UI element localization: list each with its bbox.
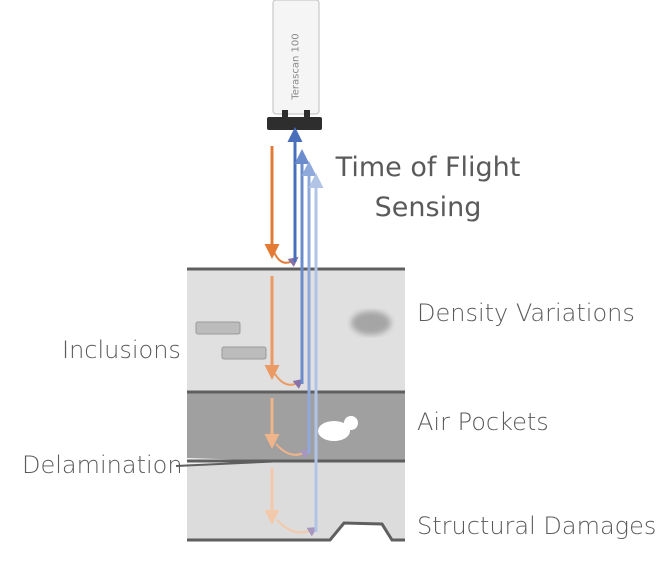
material-stack [175, 267, 405, 542]
lower-layer [187, 461, 405, 540]
density-blob-icon [351, 311, 391, 335]
label-inclusions: Inclusions [62, 336, 181, 364]
reflection-turn-3 [275, 443, 311, 459]
reflection-turn-4 [276, 519, 318, 537]
title-line-1: Time of Flight [335, 152, 521, 183]
inclusion-block-icon [195, 321, 267, 360]
label-density-variations: Density Variations [417, 299, 635, 327]
delamination-crack-line [175, 460, 286, 467]
scanner-device-icon [267, 0, 322, 130]
label-structural-damages: Structural Damages [417, 512, 657, 540]
air-bubble-icon [318, 416, 358, 441]
diagram-title: Time of Flight Sensing [318, 148, 538, 228]
label-delamination: Delamination [22, 451, 183, 479]
upper-layer [187, 269, 405, 392]
middle-layer [187, 392, 405, 461]
structural-damage-notch [330, 523, 392, 540]
bottom-surface-line [187, 521, 405, 542]
label-air-pockets: Air Pockets [417, 408, 549, 436]
reflection-turn-2 [274, 373, 304, 389]
title-line-2: Sensing [374, 192, 482, 223]
reflected-echoes [287, 127, 324, 532]
